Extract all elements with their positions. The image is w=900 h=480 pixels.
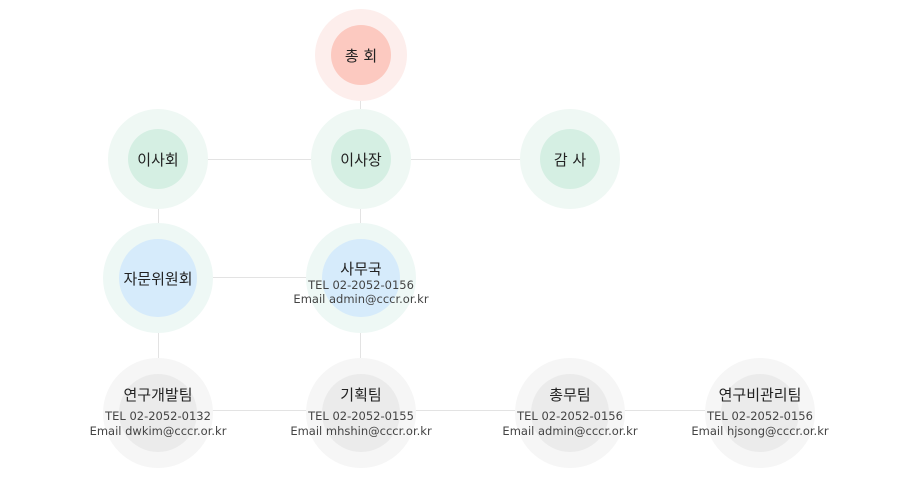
node-tel: TEL 02-2052-0155 <box>308 409 414 423</box>
node-title: 연구비관리팀 <box>718 386 802 404</box>
connector-line <box>158 410 760 411</box>
node-tel: TEL 02-2052-0156 <box>707 409 813 423</box>
node-rnd-team: 연구개발팀 TEL 02-2052-0132 Email dwkim@cccr.… <box>90 358 226 468</box>
node-email: Email dwkim@cccr.or.kr <box>89 424 227 438</box>
node-planning-team: 기획팀 TEL 02-2052-0155 Email mhshin@cccr.o… <box>290 358 432 468</box>
node-title: 자문위원회 <box>123 270 193 288</box>
node-title: 총 회 <box>344 47 378 65</box>
node-tel: TEL 02-2052-0156 <box>308 278 414 292</box>
node-title: 연구개발팀 <box>123 386 193 404</box>
node-title: 이사회 <box>137 151 179 169</box>
node-secretariat: 사무국 TEL 02-2052-0156 Email admin@cccr.or… <box>293 223 429 333</box>
node-email: Email admin@cccr.or.kr <box>293 292 429 306</box>
node-title: 총무팀 <box>549 386 591 404</box>
node-general-assembly: 총 회 <box>315 9 407 101</box>
node-tel: TEL 02-2052-0156 <box>517 409 623 423</box>
node-title: 기획팀 <box>340 386 382 404</box>
node-chairman: 이사장 <box>311 109 411 209</box>
node-email: Email admin@cccr.or.kr <box>502 424 638 438</box>
connector-line <box>158 277 361 278</box>
node-email: Email hjsong@cccr.or.kr <box>691 424 829 438</box>
node-title: 이사장 <box>340 151 382 169</box>
node-advisory: 자문위원회 <box>103 223 213 333</box>
node-research-fund-team: 연구비관리팀 TEL 02-2052-0156 Email hjsong@ccc… <box>691 358 829 468</box>
node-title: 감 사 <box>553 151 587 169</box>
node-email: Email mhshin@cccr.or.kr <box>290 424 432 438</box>
node-tel: TEL 02-2052-0132 <box>105 409 211 423</box>
node-board: 이사회 <box>108 109 208 209</box>
node-auditor: 감 사 <box>520 109 620 209</box>
node-title: 사무국 <box>340 260 382 278</box>
node-general-affairs-team: 총무팀 TEL 02-2052-0156 Email admin@cccr.or… <box>502 358 638 468</box>
